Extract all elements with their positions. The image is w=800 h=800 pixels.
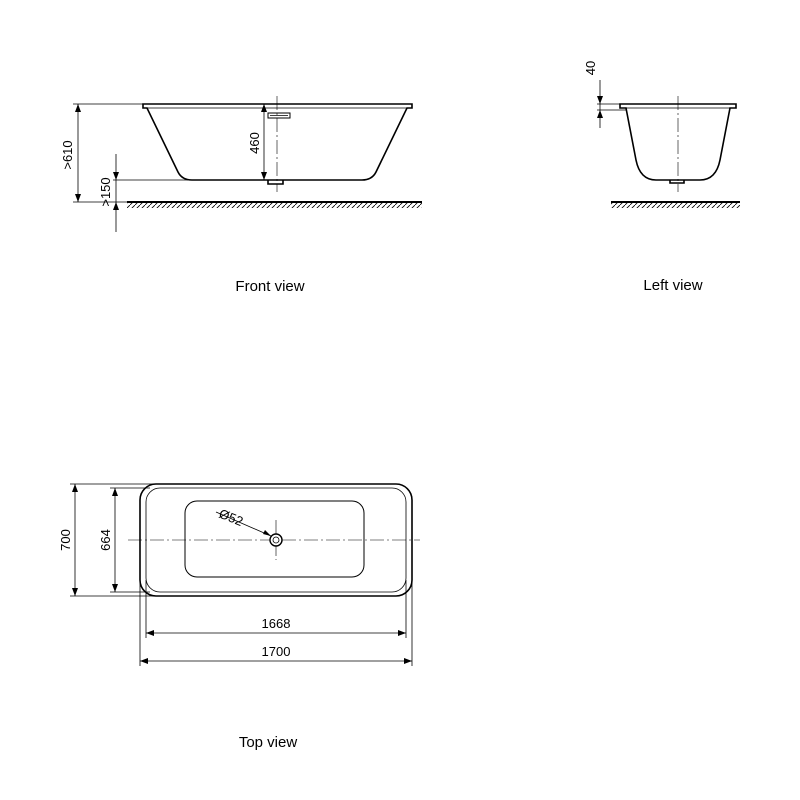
front-view-caption: Front view (235, 278, 304, 295)
top-drain (269, 533, 283, 547)
top-dim-1700: 1700 (262, 644, 291, 659)
left-tub-outline (619, 103, 737, 181)
left-dim-40: 40 (583, 61, 598, 75)
top-dim-drain: Ø52 (217, 506, 245, 529)
top-dim-700: 700 (58, 529, 73, 551)
front-view: >610 >150 460 Front view (60, 96, 422, 295)
left-view: 40 Left view (583, 61, 740, 294)
top-view-caption: Top view (239, 734, 298, 751)
front-dim-150: >150 (98, 177, 113, 206)
left-drain (669, 180, 685, 184)
front-dim-460: 460 (247, 132, 262, 154)
left-view-caption: Left view (643, 277, 702, 294)
front-dim-610: >610 (60, 140, 75, 169)
top-view: Ø52 700 664 1668 1700 Top view (58, 483, 420, 751)
front-drain (267, 180, 284, 185)
top-dim-664: 664 (98, 529, 113, 551)
top-dim-1668: 1668 (262, 616, 291, 631)
left-floor-hatch (611, 203, 740, 208)
front-floor-hatch (127, 203, 422, 208)
top-basin (184, 500, 365, 578)
top-drain-leader (215, 511, 272, 537)
front-tub-outline (142, 103, 413, 181)
